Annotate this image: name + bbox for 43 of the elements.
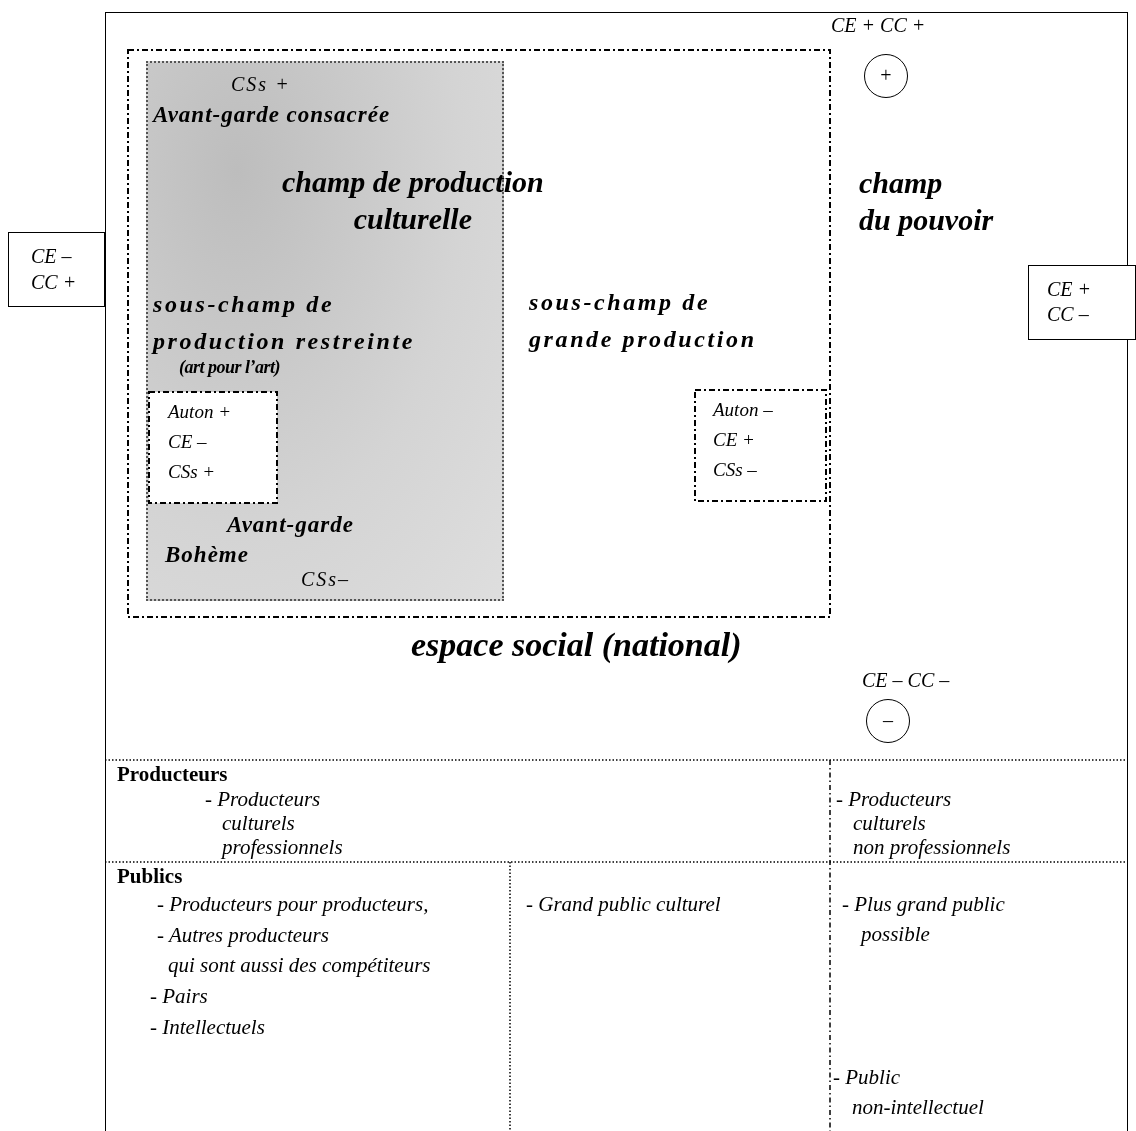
axis-label: CE – [31,244,72,268]
property-label: Auton – [713,399,773,421]
cell-text: - Autres producteurs qui sont aussi des compétiteurs [157,922,431,979]
circle-node [866,699,910,743]
pole-label: CE + CC + [831,13,926,37]
pole-label: CSs– [301,568,351,591]
property-label: CSs – [713,459,757,481]
cell-text: - Public non-intellectuel [833,1064,984,1121]
cell-text: - Producteurs culturels professionnels [205,787,343,859]
dashed-region [127,49,831,618]
cell-text: - Producteurs culturels non professionnels [836,787,1011,859]
group-title: Avant-garde consacrée [153,101,391,129]
circle-node [864,54,908,98]
subfield-title: sous-champ de grande production [529,288,757,354]
property-label: CE – [168,431,207,453]
field-title: champ du pouvoir [859,165,994,238]
row-heading: Producteurs [117,762,228,787]
side-box [1028,265,1136,340]
property-label: CE + [713,429,755,451]
property-label: CSs + [168,461,216,483]
subtitle-text: (art pour l’art) [179,357,280,378]
cell-text: - Intellectuels [150,1014,265,1041]
dashed-box [694,389,827,502]
row-heading: Publics [117,864,183,889]
dashed-box [148,391,278,504]
axis-label: CC – [1047,302,1089,326]
cell-text: - Plus grand public possible [842,891,1005,948]
outer-frame [105,12,1128,1131]
axis-label: CE + [1047,277,1092,301]
cell-text: - Pairs [150,983,208,1010]
axis-label: CC + [31,270,77,294]
field-title: espace social (national) [411,626,742,664]
field-title: champ de production culturelle [282,164,544,237]
pole-label: CE – CC – [862,668,950,692]
sign-label: – [882,709,894,732]
side-box [8,232,105,307]
property-label: Auton + [168,401,231,423]
cell-text: - Producteurs pour producteurs, [157,891,429,918]
subfield-title: sous-champ de production restreinte [153,290,415,356]
sign-label: + [879,64,893,87]
group-title: Avant-garde Bohème [165,511,354,569]
cell-text: - Grand public culturel [526,891,721,918]
pole-label: CSs + [231,73,291,96]
